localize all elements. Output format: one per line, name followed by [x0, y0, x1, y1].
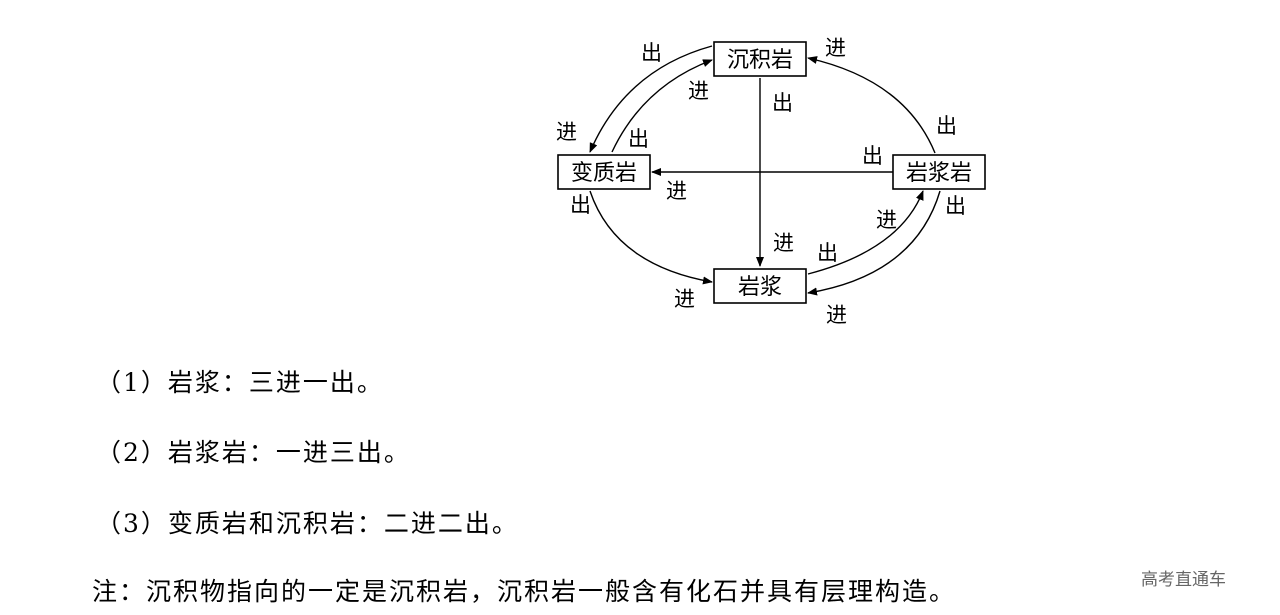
arrow-sedimentary-to-metamorphic	[589, 45, 713, 153]
note-igneous-rock: （2）岩浆岩：一进三出。	[96, 438, 411, 467]
label-out: 出	[817, 241, 838, 265]
label-in: 进	[773, 231, 794, 255]
svg-text:沉积岩: 沉积岩	[727, 48, 793, 73]
note-metamorphic-sedimentary: （3）变质岩和沉积岩：二进二出。	[96, 509, 519, 538]
note-magma: （1）岩浆：三进一出。	[96, 368, 384, 397]
label-in: 进	[826, 303, 847, 327]
node-sedimentary-rock: 沉积岩	[713, 41, 807, 77]
label-in: 进	[556, 120, 577, 144]
arrow-metamorphic-to-sedimentary	[611, 59, 713, 153]
node-metamorphic-rock: 变质岩	[557, 154, 651, 190]
label-out: 出	[772, 91, 793, 115]
footnote: 注：沉积物指向的一定是沉积岩，沉积岩一般含有化石并具有层理构造。	[92, 577, 957, 606]
arrow-magma-to-igneous	[807, 190, 924, 275]
svg-text:岩浆岩: 岩浆岩	[906, 161, 972, 186]
label-in: 进	[876, 208, 897, 232]
label-out: 出	[862, 144, 883, 168]
node-igneous-rock: 岩浆岩	[892, 154, 986, 190]
label-in: 进	[688, 79, 709, 103]
label-in: 进	[666, 179, 687, 203]
watermark: 高考直通车	[1141, 570, 1226, 590]
label-out: 出	[936, 114, 957, 138]
label-in: 进	[825, 36, 846, 60]
node-magma: 岩浆	[713, 268, 807, 304]
label-in: 进	[674, 287, 695, 311]
arrow-metamorphic-to-magma	[589, 190, 713, 285]
label-out: 出	[641, 41, 662, 65]
rock-cycle-diagram: 沉积岩 变质岩 岩浆岩 岩浆 出 出 出 出 出 出	[556, 36, 986, 327]
arrow-igneous-to-magma	[807, 190, 941, 296]
label-out: 出	[628, 127, 649, 151]
label-out: 出	[945, 194, 966, 218]
svg-text:岩浆: 岩浆	[738, 275, 782, 300]
label-out: 出	[570, 193, 591, 217]
svg-text:变质岩: 变质岩	[571, 161, 637, 186]
arrow-igneous-to-sedimentary	[807, 56, 936, 154]
